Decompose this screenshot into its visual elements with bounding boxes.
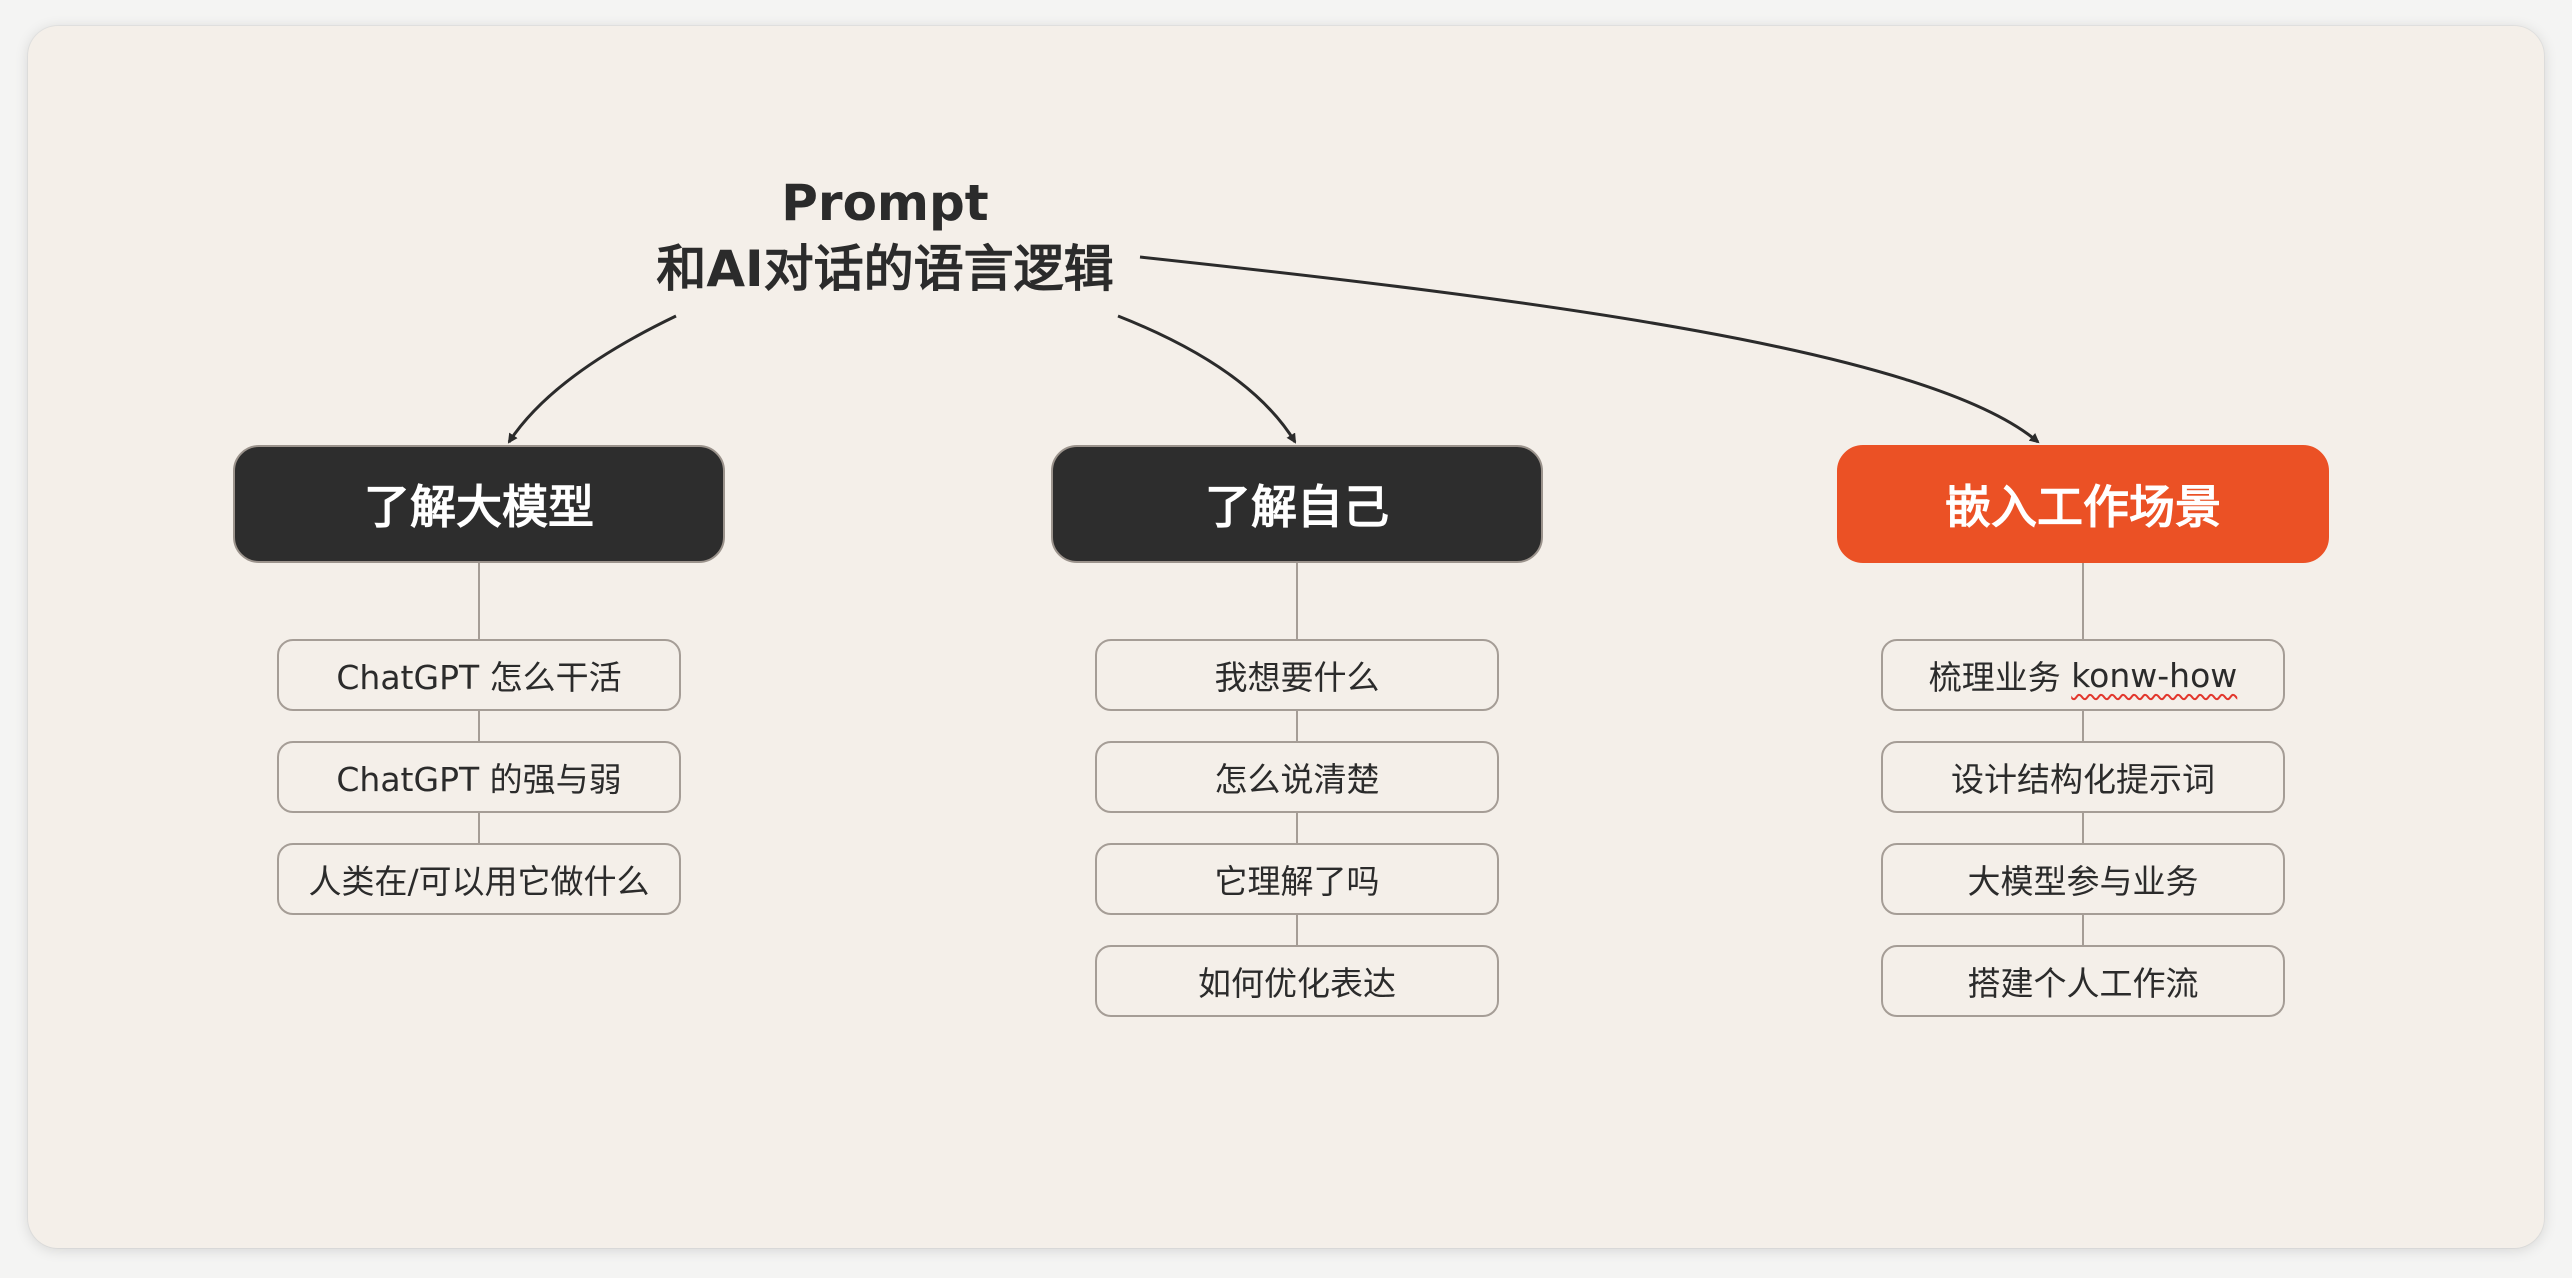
topic-understand-self[interactable]: 了解自己 — [1051, 445, 1543, 563]
subtopic-label: ChatGPT 的强与弱 — [336, 760, 622, 799]
subtopic-label: 怎么说清楚 — [1214, 760, 1380, 799]
subtopic-item[interactable]: 梳理业务 konw-how — [1881, 639, 2285, 711]
subtopic-item[interactable]: 它理解了吗 — [1095, 843, 1499, 915]
subtopic-item[interactable]: 如何优化表达 — [1095, 945, 1499, 1017]
subtopic-item[interactable]: 大模型参与业务 — [1881, 843, 2285, 915]
mindmap-canvas — [28, 26, 2544, 1248]
topic-embed-work-scenario[interactable]: 嵌入工作场景 — [1837, 445, 2329, 563]
root-topic[interactable]: Prompt 和AI对话的语言逻辑 — [560, 170, 1210, 302]
subtopic-label: 设计结构化提示词 — [1951, 760, 2215, 799]
subtopic-item[interactable]: ChatGPT 怎么干活 — [277, 639, 681, 711]
arrow-to-branch-3 — [1139, 255, 2040, 444]
subtopic-label: 它理解了吗 — [1214, 862, 1380, 901]
subtopic-label: 如何优化表达 — [1198, 964, 1396, 1003]
topic-understand-llm[interactable]: 了解大模型 — [233, 445, 725, 563]
subtopic-label: 梳理业务 — [1928, 658, 2061, 697]
subtopic-item[interactable]: 怎么说清楚 — [1095, 741, 1499, 813]
topic-label: 了解自己 — [1205, 480, 1389, 534]
root-title-line-1: Prompt — [781, 174, 989, 232]
arrow-to-branch-2 — [1117, 314, 1297, 444]
topic-label: 了解大模型 — [364, 480, 594, 534]
subtopic-item[interactable]: 我想要什么 — [1095, 639, 1499, 711]
subtopic-item[interactable]: ChatGPT 的强与弱 — [277, 741, 681, 813]
subtopic-item[interactable]: 搭建个人工作流 — [1881, 945, 2285, 1017]
subtopic-label-misspelled: konw-how — [2071, 655, 2238, 695]
subtopic-label: ChatGPT 怎么干活 — [336, 658, 622, 697]
subtopic-label: 搭建个人工作流 — [1967, 964, 2199, 1003]
arrow-to-branch-1 — [507, 314, 677, 444]
topic-label: 嵌入工作场景 — [1945, 480, 2221, 534]
subtopic-item[interactable]: 人类在/可以用它做什么 — [277, 843, 681, 915]
subtopic-item[interactable]: 设计结构化提示词 — [1881, 741, 2285, 813]
subtopic-label: 人类在/可以用它做什么 — [308, 862, 650, 901]
subtopic-label: 大模型参与业务 — [1967, 862, 2199, 901]
root-title-line-2: 和AI对话的语言逻辑 — [656, 240, 1114, 298]
subtopic-label: 我想要什么 — [1214, 658, 1380, 697]
